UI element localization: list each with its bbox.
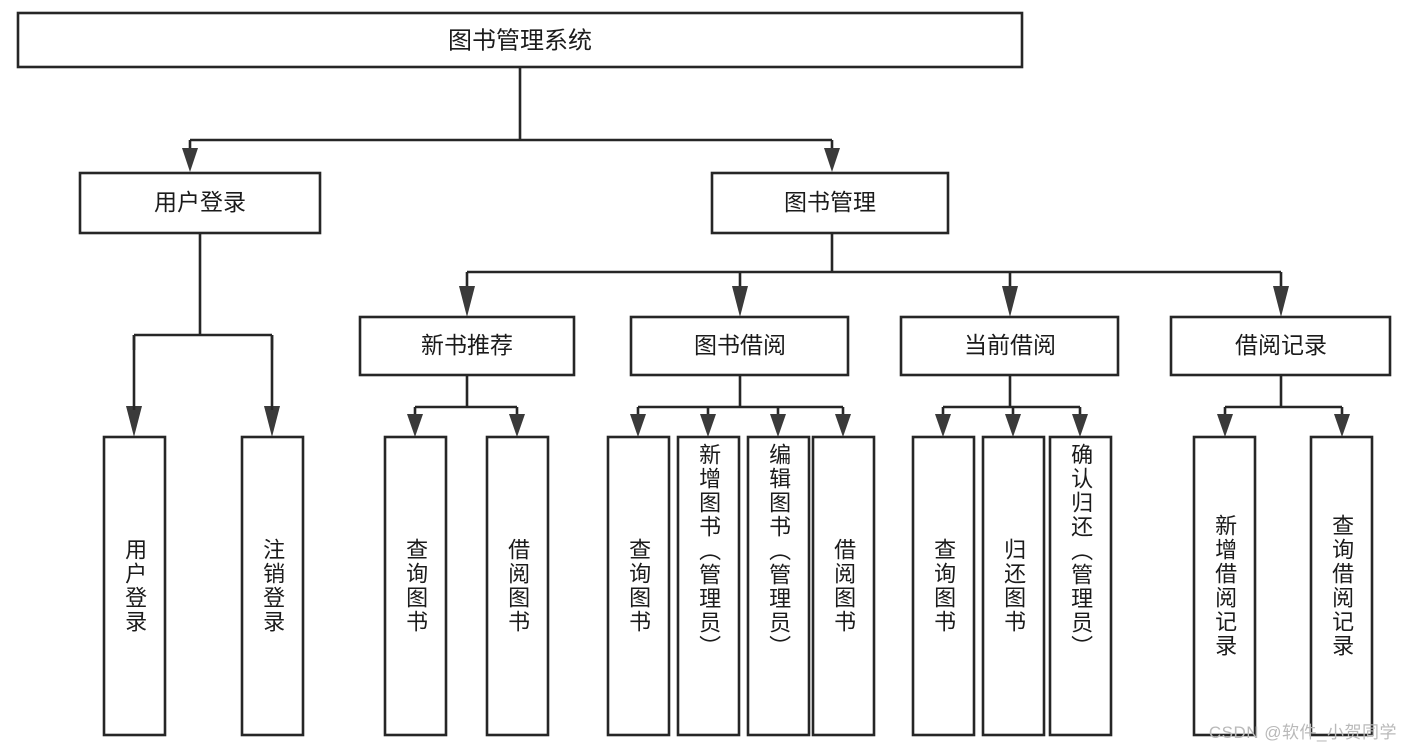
node-leaf-query-book-1[interactable] [383, 435, 448, 737]
arrow-head-icon [1002, 286, 1018, 317]
node-book-borrow-label: 图书借阅 [694, 332, 786, 358]
connector-current-borrow-to-leaves [935, 375, 1088, 437]
arrow-head-icon [509, 414, 525, 437]
node-new-book-recommend[interactable]: 新书推荐 [358, 315, 576, 377]
arrow-head-icon [770, 414, 786, 437]
connector-new-book-to-leaves [407, 375, 525, 437]
arrow-head-icon [1217, 414, 1233, 437]
arrow-head-icon [630, 414, 646, 437]
arrow-head-icon [700, 414, 716, 437]
node-leaf-user-login[interactable] [102, 435, 167, 737]
node-leaf-logout[interactable] [240, 435, 305, 737]
arrow-head-icon [1005, 414, 1021, 437]
arrow-head-icon [459, 286, 475, 317]
node-current-borrow[interactable]: 当前借阅 [899, 315, 1120, 377]
node-current-borrow-label: 当前借阅 [964, 332, 1056, 358]
node-leaf-borrow-book-2[interactable] [811, 435, 876, 737]
node-leaf-return-book[interactable] [981, 435, 1046, 737]
node-leaf-query-book-3[interactable] [911, 435, 976, 737]
arrow-head-icon [182, 148, 198, 172]
node-leaf-add-record[interactable] [1192, 435, 1257, 737]
arrow-head-icon [835, 414, 851, 437]
node-user-login-label: 用户登录 [154, 189, 246, 215]
node-leaf-add-book[interactable] [676, 435, 741, 737]
node-borrow-record[interactable]: 借阅记录 [1169, 315, 1392, 377]
node-leaf-query-record[interactable] [1309, 435, 1374, 737]
connector-root-to-level2 [182, 67, 840, 172]
watermark: CSDN @软件_小贺同学 [1208, 723, 1397, 742]
arrow-head-icon [732, 286, 748, 317]
arrow-head-icon [1273, 286, 1289, 317]
arrow-head-icon [935, 414, 951, 437]
arrow-head-icon [1334, 414, 1350, 437]
arrow-head-icon [824, 148, 840, 172]
node-root-label: 图书管理系统 [448, 27, 592, 54]
node-root[interactable]: 图书管理系统 [16, 11, 1024, 69]
arrow-head-icon [264, 406, 280, 437]
node-leaf-confirm-return[interactable] [1048, 435, 1113, 737]
node-leaf-borrow-book-1[interactable] [485, 435, 550, 737]
node-leaf-query-book-2[interactable] [606, 435, 671, 737]
node-leaf-edit-book[interactable] [746, 435, 811, 737]
connector-book-manage-to-level3 [459, 233, 1289, 317]
node-book-manage[interactable]: 图书管理 [710, 171, 950, 235]
arrow-head-icon [407, 414, 423, 437]
node-borrow-record-label: 借阅记录 [1235, 332, 1327, 358]
connector-book-borrow-to-leaves [630, 375, 851, 437]
arrow-head-icon [1072, 414, 1088, 437]
node-user-login[interactable]: 用户登录 [78, 171, 322, 235]
arrow-head-icon [126, 406, 142, 437]
connector-user-login-to-leaves [126, 233, 280, 437]
node-book-manage-label: 图书管理 [784, 189, 876, 215]
node-new-book-recommend-label: 新书推荐 [421, 332, 513, 358]
connector-borrow-record-to-leaves [1217, 375, 1350, 437]
node-book-borrow[interactable]: 图书借阅 [629, 315, 850, 377]
